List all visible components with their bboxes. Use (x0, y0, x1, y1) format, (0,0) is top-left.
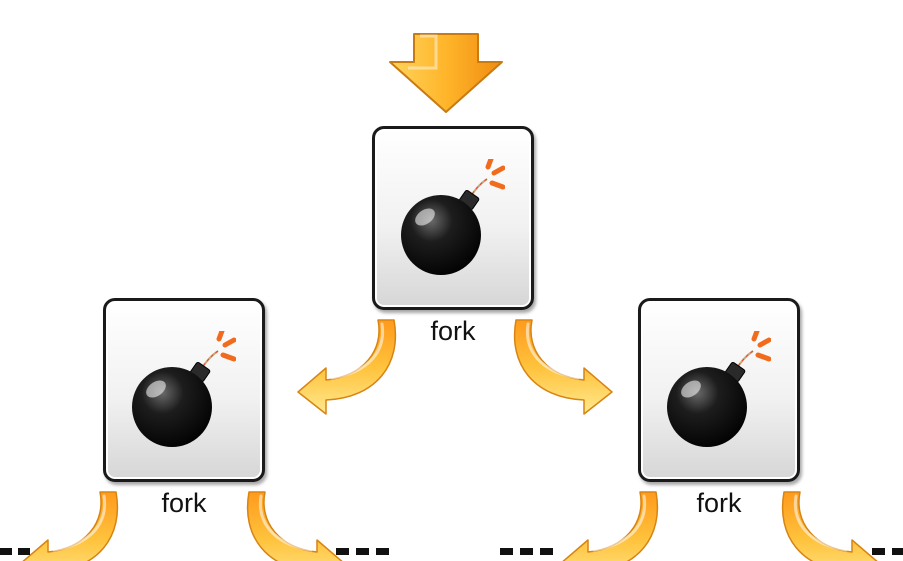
process-box (372, 126, 534, 310)
fork-node-top: fork (369, 126, 537, 345)
fork-node-right: fork (635, 298, 803, 517)
node-label: fork (161, 488, 207, 518)
continuation-marker (500, 548, 553, 555)
incoming-arrow (389, 33, 503, 113)
bomb-icon (667, 331, 771, 447)
process-box (638, 298, 800, 482)
spark-icon (216, 331, 236, 362)
bomb-icon (132, 331, 236, 447)
spark-icon (751, 331, 771, 362)
continuation-marker (0, 548, 30, 555)
fork-node-left: fork (100, 298, 268, 517)
continuation-marker (872, 548, 903, 555)
process-box (103, 298, 265, 482)
spark-icon (485, 159, 505, 190)
node-label: fork (430, 316, 476, 346)
bomb-icon (401, 159, 505, 275)
node-label: fork (696, 488, 742, 518)
continuation-marker (336, 548, 389, 555)
